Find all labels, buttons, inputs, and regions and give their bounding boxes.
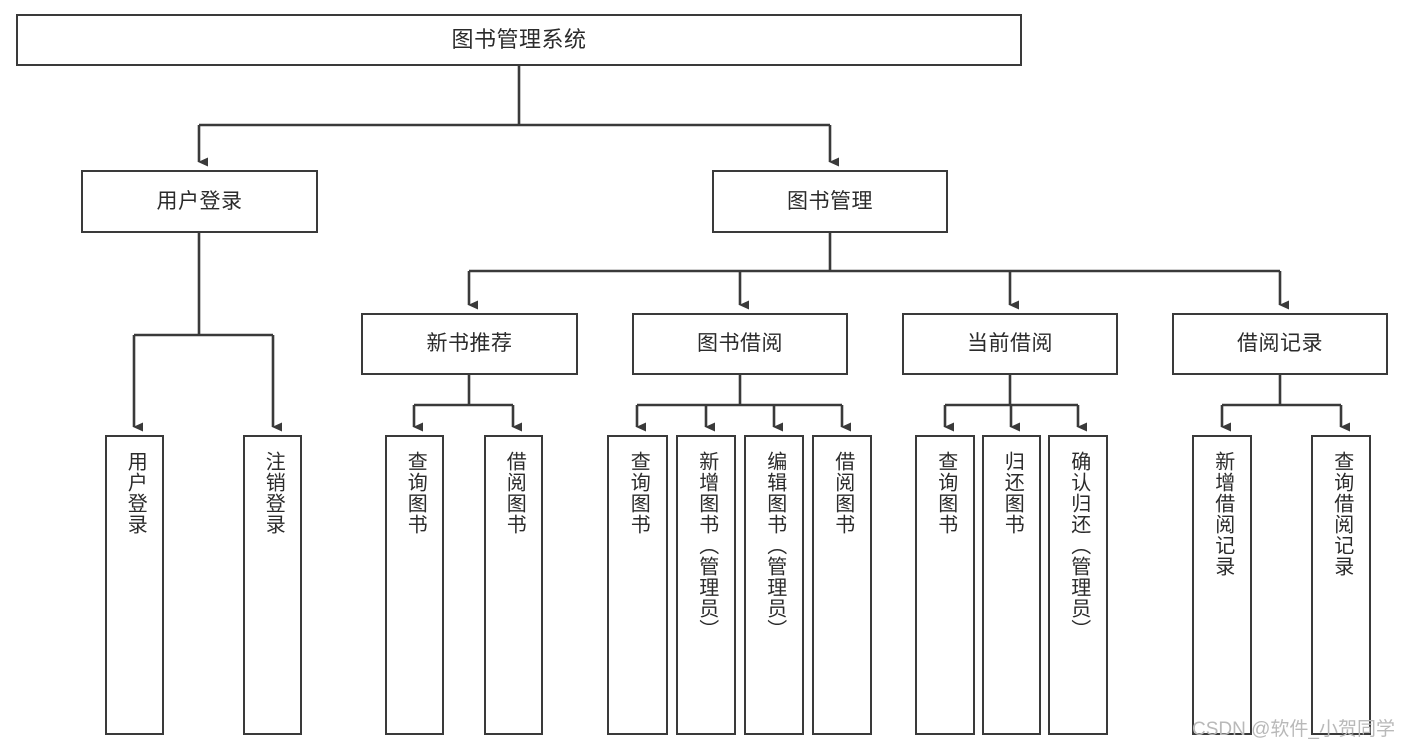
leaf-borrow-book-label: 借阅图书 (831, 451, 854, 535)
node-book-management[interactable]: 图书管理 (712, 170, 948, 233)
leaf-query-borrow-record-label: 查询借阅记录 (1330, 451, 1353, 577)
leaf-logout[interactable]: 注销登录 (243, 435, 302, 735)
node-current-borrow-label: 当前借阅 (967, 332, 1053, 356)
leaf-query-book-newbook[interactable]: 查询图书 (385, 435, 444, 735)
node-book-borrow-label: 图书借阅 (697, 332, 783, 356)
leaf-query-book-current[interactable]: 查询图书 (915, 435, 975, 735)
node-new-book-recommend-label: 新书推荐 (426, 332, 513, 356)
leaf-edit-book-admin-label: 编辑图书（管理员） (763, 451, 786, 640)
leaf-add-borrow-record[interactable]: 新增借阅记录 (1192, 435, 1252, 735)
node-new-book-recommend[interactable]: 新书推荐 (361, 313, 578, 375)
leaf-confirm-return-admin-label: 确认归还（管理员） (1067, 451, 1090, 640)
node-book-borrow[interactable]: 图书借阅 (632, 313, 848, 375)
node-borrow-record-label: 借阅记录 (1237, 332, 1323, 356)
node-root-label: 图书管理系统 (451, 26, 587, 52)
leaf-return-book[interactable]: 归还图书 (982, 435, 1041, 735)
node-borrow-record[interactable]: 借阅记录 (1172, 313, 1388, 375)
csdn-watermark: CSDN @软件_小贺同学 (1192, 719, 1395, 740)
node-root[interactable]: 图书管理系统 (16, 14, 1022, 66)
leaf-user-login[interactable]: 用户登录 (105, 435, 164, 735)
leaf-borrow-book-newbook-label: 借阅图书 (503, 451, 526, 535)
node-user-login[interactable]: 用户登录 (81, 170, 318, 233)
leaf-query-book-newbook-label: 查询图书 (404, 451, 427, 535)
leaf-borrow-book[interactable]: 借阅图书 (812, 435, 872, 735)
leaf-borrow-book-newbook[interactable]: 借阅图书 (484, 435, 543, 735)
leaf-query-borrow-record[interactable]: 查询借阅记录 (1311, 435, 1371, 735)
leaf-query-book-borrow[interactable]: 查询图书 (607, 435, 668, 735)
leaf-query-book-borrow-label: 查询图书 (627, 451, 650, 535)
leaf-logout-label: 注销登录 (262, 451, 285, 535)
node-book-management-label: 图书管理 (787, 189, 873, 213)
node-user-login-label: 用户登录 (156, 189, 243, 213)
leaf-add-borrow-record-label: 新增借阅记录 (1211, 451, 1234, 577)
leaf-add-book-admin-label: 新增图书（管理员） (695, 451, 718, 640)
leaf-query-book-current-label: 查询图书 (934, 451, 957, 535)
leaf-add-book-admin[interactable]: 新增图书（管理员） (676, 435, 736, 735)
leaf-return-book-label: 归还图书 (1001, 451, 1024, 535)
leaf-confirm-return-admin[interactable]: 确认归还（管理员） (1048, 435, 1108, 735)
node-current-borrow[interactable]: 当前借阅 (902, 313, 1118, 375)
leaf-edit-book-admin[interactable]: 编辑图书（管理员） (744, 435, 804, 735)
leaf-user-login-label: 用户登录 (124, 451, 147, 535)
